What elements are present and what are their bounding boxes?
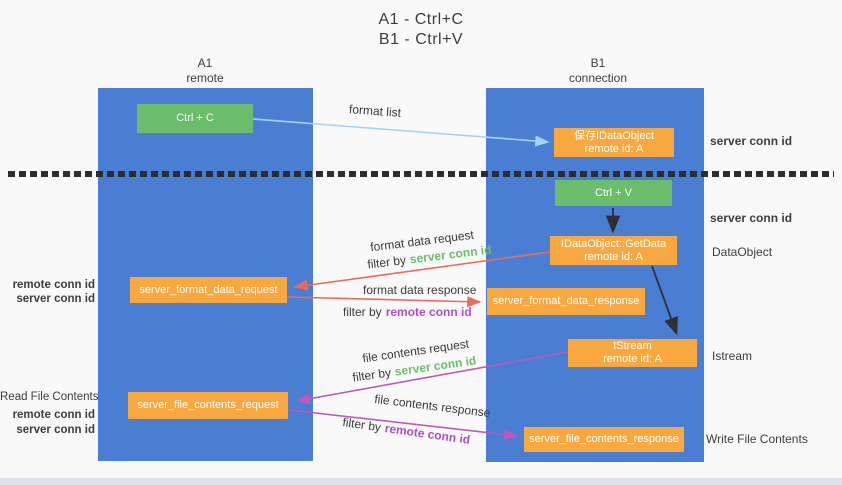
node-ctrl-c: Ctrl + C bbox=[137, 104, 253, 133]
lane-b1-name: B1 bbox=[590, 56, 606, 70]
node-istream-line1: IStream bbox=[613, 340, 652, 352]
session-divider-line bbox=[8, 171, 834, 177]
node-server-file-contents-request: server_file_contents_request bbox=[128, 392, 288, 419]
title-line-2: B1 - Ctrl+V bbox=[378, 31, 464, 48]
filter-by-text: filter by bbox=[343, 305, 382, 319]
node-getdata-line1: IDataObject::GetData bbox=[560, 237, 667, 250]
remote-conn-id-text: remote conn id bbox=[385, 305, 472, 319]
bottom-bar bbox=[0, 478, 842, 485]
remote-conn-id-text: remote conn id bbox=[383, 421, 472, 447]
annotation-server-conn-id-top: server conn id bbox=[710, 134, 793, 148]
lane-a1-subtitle: remote bbox=[186, 71, 224, 85]
label-format-data-response: format data response bbox=[363, 283, 476, 297]
node-server-format-data-response: server_format_data_response bbox=[487, 288, 645, 315]
node-server-format-data-request-label: server_format_data_request bbox=[139, 283, 278, 296]
node-server-file-contents-response: server_file_contents_response bbox=[524, 427, 684, 452]
node-ctrl-v: Ctrl + V bbox=[555, 180, 672, 206]
node-server-file-contents-response-label: server_file_contents_response bbox=[529, 433, 679, 445]
lane-b1-subtitle: connection bbox=[568, 71, 628, 85]
label-file-contents-response: file contents response bbox=[374, 392, 492, 420]
diagram-title: A1 - Ctrl+C B1 - Ctrl+V bbox=[0, 10, 842, 50]
label-file-contents-response-text: file contents response bbox=[373, 391, 492, 421]
node-save-idataobject-line1: 保存IDataObject bbox=[573, 129, 655, 142]
label-filter-by-remote-conn-id-2: filter by remote conn id bbox=[342, 415, 471, 447]
annotation-dataobject: DataObject bbox=[712, 245, 773, 259]
node-server-file-contents-request-label: server_file_contents_request bbox=[137, 399, 279, 411]
node-server-format-data-request: server_format_data_request bbox=[130, 277, 287, 303]
filter-by-text: filter by bbox=[351, 365, 392, 385]
node-istream-line2: remote id: A bbox=[603, 353, 662, 365]
annotation-read-file-contents: Read File Contents bbox=[0, 391, 99, 403]
node-ctrl-c-label: Ctrl + C bbox=[176, 112, 214, 124]
node-ctrl-v-label: Ctrl + V bbox=[595, 186, 632, 199]
node-save-idataobject-line2: remote id: A bbox=[584, 142, 644, 155]
annotation-server-conn-id-mid: server conn id bbox=[710, 211, 793, 225]
node-istream: IStream remote id: A bbox=[568, 339, 697, 367]
filter-by-text: filter by bbox=[341, 415, 382, 435]
annotation-server-conn-id-left-top: server conn id bbox=[16, 293, 95, 305]
lane-header-a1: A1 remote bbox=[155, 56, 255, 86]
label-format-data-response-text: format data response bbox=[363, 283, 477, 297]
node-save-idataobject: 保存IDataObject remote id: A bbox=[554, 128, 674, 157]
title-line-1: A1 - Ctrl+C bbox=[378, 11, 464, 28]
annotation-remote-conn-id-top: remote conn id bbox=[12, 279, 95, 291]
annotation-server-conn-id-left-bottom: server conn id bbox=[16, 424, 95, 436]
annotation-remote-conn-id-bottom: remote conn id bbox=[12, 409, 95, 421]
node-getdata-line2: remote id: A bbox=[584, 250, 643, 263]
label-format-list: format list bbox=[349, 102, 402, 120]
label-format-list-text: format list bbox=[348, 102, 402, 120]
annotation-write-file-contents: Write File Contents bbox=[706, 432, 808, 446]
lane-a1-name: A1 bbox=[197, 56, 213, 70]
filter-by-text: filter by bbox=[366, 252, 407, 272]
node-server-format-data-response-label: server_format_data_response bbox=[492, 295, 640, 307]
label-filter-by-remote-conn-id-1: filter by remote conn id bbox=[343, 305, 472, 319]
lane-header-b1: B1 connection bbox=[548, 56, 648, 86]
annotation-istream: Istream bbox=[712, 349, 753, 363]
edge-format-data-response bbox=[286, 296, 482, 308]
node-idataobject-getdata: IDataObject::GetData remote id: A bbox=[550, 236, 677, 265]
